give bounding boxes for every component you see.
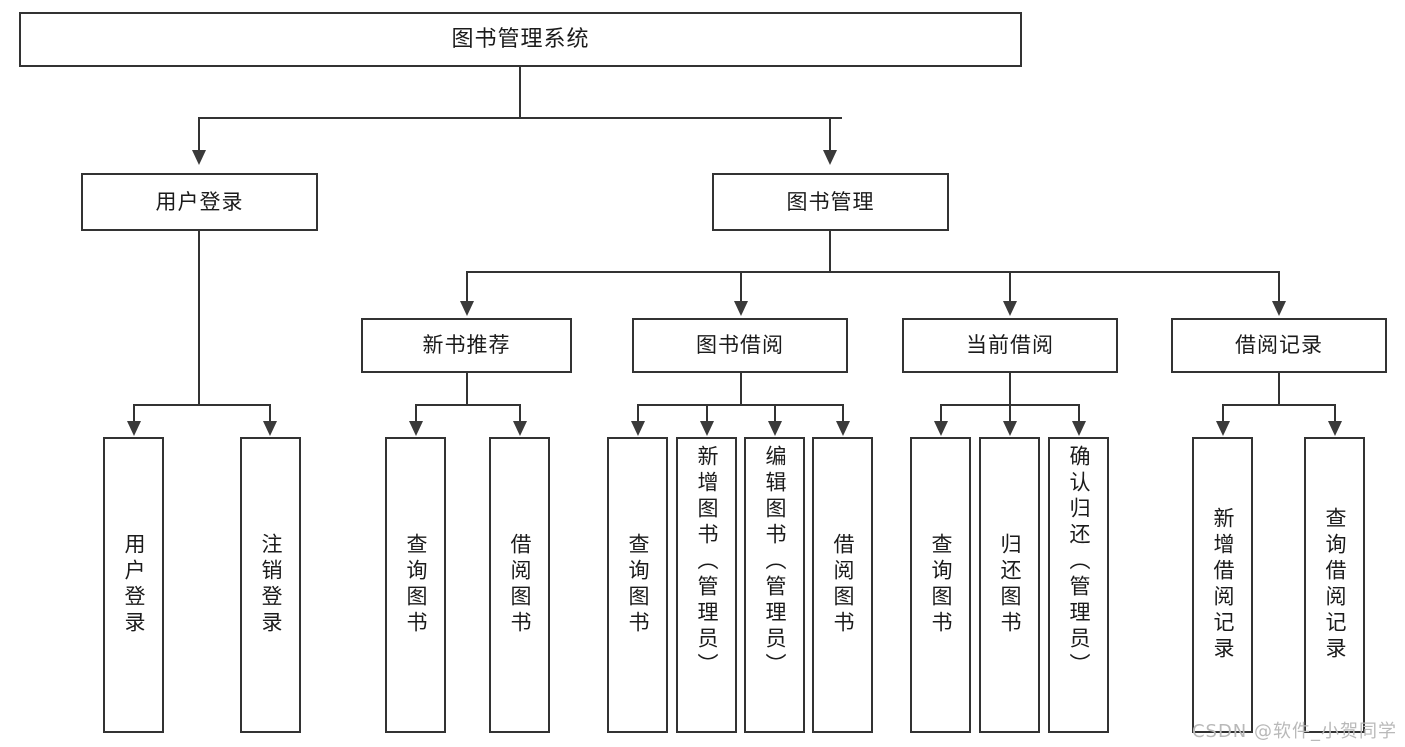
node-label: 查询图书 <box>929 533 953 637</box>
leaf-node-query-record[interactable]: 查询借阅记录 <box>1304 437 1365 733</box>
arrowhead-leaf-confirm-return <box>1072 421 1086 436</box>
node-label: 注销登录 <box>259 533 283 637</box>
connector-book-borrow-leaf-4 <box>842 404 844 423</box>
arrowhead-leaf-add-record <box>1216 421 1230 436</box>
node-label: 查询借阅记录 <box>1323 507 1347 663</box>
connector-book-borrow-stem <box>740 373 742 405</box>
connector-user-login-leaf-2 <box>269 404 271 423</box>
arrowhead-leaf-edit-book <box>768 421 782 436</box>
connector-to-borrow-record <box>1278 271 1280 303</box>
leaf-node-borrow-book-1[interactable]: 借阅图书 <box>489 437 550 733</box>
arrowhead-new-book-recommend <box>460 301 474 316</box>
leaf-node-query-book-3[interactable]: 查询图书 <box>910 437 971 733</box>
node-label: 借阅记录 <box>1235 333 1323 358</box>
leaf-node-add-book[interactable]: 新增图书（管理员） <box>676 437 737 733</box>
node-label: 编辑图书（管理员） <box>763 445 787 679</box>
connector-borrow-record-stem <box>1278 373 1280 405</box>
connector-book-borrow-leaf-1 <box>637 404 639 423</box>
arrowhead-leaf-query-record <box>1328 421 1342 436</box>
arrowhead-leaf-logout-login <box>263 421 277 436</box>
node-book-borrow[interactable]: 图书借阅 <box>632 318 848 373</box>
connector-book-manage-stem <box>829 231 831 272</box>
leaf-node-logout-login[interactable]: 注销登录 <box>240 437 301 733</box>
arrowhead-book-borrow <box>734 301 748 316</box>
node-label: 新书推荐 <box>422 333 511 358</box>
connector-borrow-record-bus <box>1222 404 1335 406</box>
leaf-node-edit-book[interactable]: 编辑图书（管理员） <box>744 437 805 733</box>
node-label: 确认归还（管理员） <box>1067 445 1091 679</box>
node-root-system[interactable]: 图书管理系统 <box>19 12 1022 67</box>
connector-book-borrow-leaf-3 <box>774 404 776 423</box>
node-borrow-record[interactable]: 借阅记录 <box>1171 318 1387 373</box>
arrowhead-leaf-borrow-book-1 <box>513 421 527 436</box>
leaf-node-query-book-2[interactable]: 查询图书 <box>607 437 668 733</box>
connector-level2-bus <box>198 117 842 119</box>
arrowhead-leaf-borrow-book-2 <box>836 421 850 436</box>
node-label: 借阅图书 <box>831 533 855 637</box>
node-label: 用户登录 <box>122 533 146 637</box>
leaf-node-confirm-return[interactable]: 确认归还（管理员） <box>1048 437 1109 733</box>
node-label: 查询图书 <box>626 533 650 637</box>
node-book-manage[interactable]: 图书管理 <box>712 173 949 231</box>
connector-to-new-book-recommend <box>466 271 468 303</box>
node-label: 归还图书 <box>998 533 1022 637</box>
arrowhead-leaf-query-book-1 <box>409 421 423 436</box>
node-label: 新增借阅记录 <box>1211 507 1235 663</box>
connector-book-borrow-bus <box>637 404 844 406</box>
node-user-login[interactable]: 用户登录 <box>81 173 318 231</box>
arrowhead-book-manage <box>823 150 837 165</box>
connector-to-current-borrow <box>1009 271 1011 303</box>
arrowhead-current-borrow <box>1003 301 1017 316</box>
node-new-book-recommend[interactable]: 新书推荐 <box>361 318 572 373</box>
node-label: 借阅图书 <box>508 533 532 637</box>
node-label: 查询图书 <box>404 533 428 637</box>
connector-current-borrow-leaf-1 <box>940 404 942 423</box>
arrowhead-borrow-record <box>1272 301 1286 316</box>
connector-new-book-leaf-1 <box>415 404 417 423</box>
leaf-node-return-book[interactable]: 归还图书 <box>979 437 1040 733</box>
connector-current-borrow-stem <box>1009 373 1011 405</box>
connector-borrow-record-leaf-2 <box>1334 404 1336 423</box>
connector-borrow-record-leaf-1 <box>1222 404 1224 423</box>
leaf-node-add-record[interactable]: 新增借阅记录 <box>1192 437 1253 733</box>
arrowhead-leaf-query-book-3 <box>934 421 948 436</box>
connector-current-borrow-leaf-3 <box>1078 404 1080 423</box>
connector-user-login-leaf-1 <box>133 404 135 423</box>
connector-user-login-bus <box>133 404 270 406</box>
leaf-node-borrow-book-2[interactable]: 借阅图书 <box>812 437 873 733</box>
connector-to-book-borrow <box>740 271 742 303</box>
node-label: 当前借阅 <box>966 333 1054 358</box>
connector-new-book-leaf-2 <box>519 404 521 423</box>
leaf-node-user-login[interactable]: 用户登录 <box>103 437 164 733</box>
arrowhead-user-login <box>192 150 206 165</box>
arrowhead-leaf-add-book <box>700 421 714 436</box>
node-label: 图书管理 <box>786 189 875 214</box>
node-label: 用户登录 <box>155 189 244 214</box>
connector-user-login-stem <box>198 231 200 405</box>
arrowhead-leaf-query-book-2 <box>631 421 645 436</box>
watermark-text: CSDN @软件_小贺同学 <box>1191 721 1397 742</box>
connector-current-borrow-leaf-2 <box>1009 404 1011 423</box>
node-label: 图书借阅 <box>696 333 784 358</box>
node-label: 图书管理系统 <box>451 26 590 52</box>
connector-new-book-stem <box>466 373 468 405</box>
connector-to-book-manage <box>829 117 831 152</box>
connector-to-user-login <box>198 117 200 152</box>
arrowhead-leaf-return-book <box>1003 421 1017 436</box>
connector-book-borrow-leaf-2 <box>706 404 708 423</box>
connector-level3-bus <box>466 271 1278 273</box>
connector-root-stem <box>519 67 521 118</box>
node-current-borrow[interactable]: 当前借阅 <box>902 318 1118 373</box>
arrowhead-leaf-user-login <box>127 421 141 436</box>
node-label: 新增图书（管理员） <box>695 445 719 679</box>
connector-new-book-bus <box>415 404 520 406</box>
leaf-node-query-book-1[interactable]: 查询图书 <box>385 437 446 733</box>
